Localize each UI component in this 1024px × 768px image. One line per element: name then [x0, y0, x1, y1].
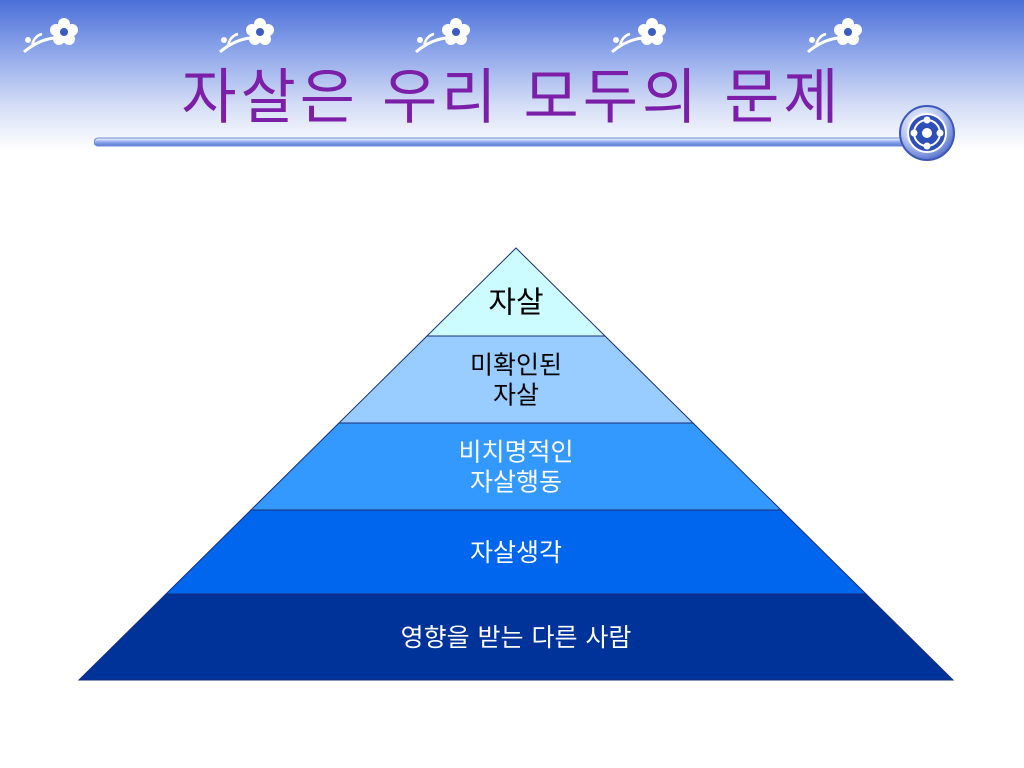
title-underline-rule: [94, 137, 924, 147]
pyramid-tier-label-line: 미확인된: [470, 350, 562, 379]
pyramid-tier-label-line: 자살: [488, 286, 543, 321]
pyramid-tier-label-line: 자살행동: [470, 467, 562, 496]
ornament-emblem-icon: [899, 105, 955, 161]
flower-sprig-icon: [219, 18, 274, 54]
pyramid-tier-label-line: 자살: [493, 380, 539, 409]
pyramid-tier-label: 자살생각: [470, 538, 562, 567]
pyramid-tier-label-line: 자살생각: [470, 538, 562, 567]
pyramid-tier-label: 영향을 받는 다른 사람: [401, 623, 632, 652]
slide-title: 자살은 우리 모두의 문제: [181, 63, 843, 133]
pyramid-tier-label-line: 영향을 받는 다른 사람: [401, 623, 632, 652]
flower-sprig-icon: [23, 18, 78, 54]
pyramid-tier-label: 자살: [488, 286, 543, 321]
flower-sprig-icon: [807, 18, 862, 54]
flower-sprig-icon: [415, 18, 470, 54]
pyramid-tier-5: [77, 593, 955, 681]
pyramid-tier-label-line: 비치명적인: [458, 437, 573, 466]
flower-sprig-icon: [611, 18, 666, 54]
